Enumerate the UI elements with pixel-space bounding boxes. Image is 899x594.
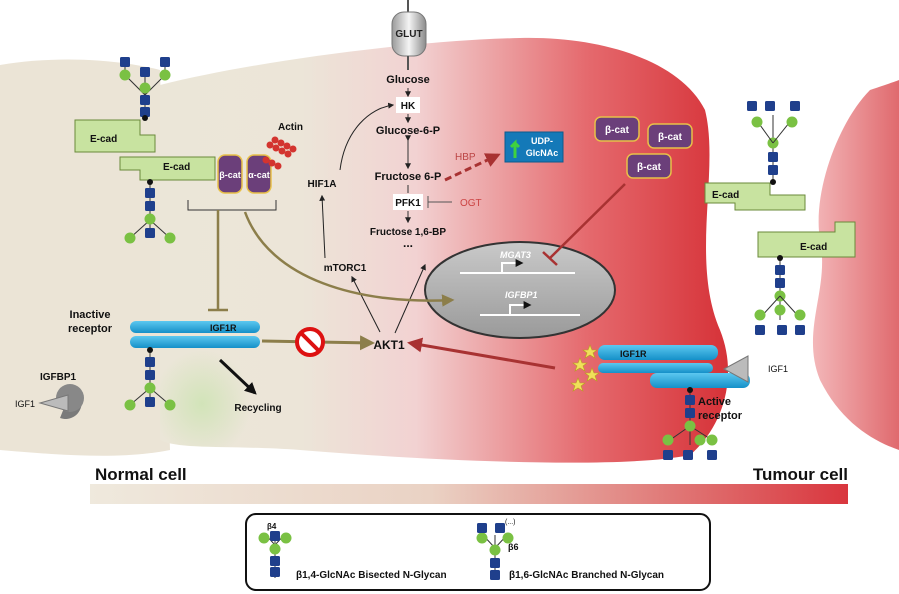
ogt-label: OGT (460, 198, 482, 209)
ecad-label-right-2: E-cad (800, 242, 827, 253)
adherens-junction-right: E-cad E-cad (704, 101, 856, 335)
hk-label: HK (401, 101, 416, 112)
star-icons (570, 344, 600, 392)
normal-to-tumour-gradient-bar (90, 484, 848, 504)
bcat-label-1: β-cat (605, 125, 630, 136)
igfbp1-label: IGFBP1 (40, 372, 77, 383)
active-label-2: receptor (698, 410, 743, 422)
pathway-ellipsis: ... (403, 236, 413, 250)
legend-branched-dots: (...) (505, 519, 516, 526)
mtorc1-label: mTORC1 (324, 263, 367, 274)
glycan-top-left (119, 57, 171, 121)
central-cell-green-zone (160, 296, 300, 450)
bcat-label-3: β-cat (637, 162, 662, 173)
legend-branched-sup: β6 (508, 542, 519, 552)
bcat-label-left: β-cat (219, 170, 241, 180)
igf1-label-right: IGF1 (768, 364, 788, 374)
beta-catenin-cluster: β-cat β-cat β-cat (542, 116, 693, 266)
fructose-6-p-label: Fructose 6-P (375, 171, 442, 183)
inactive-label-2: receptor (68, 323, 113, 335)
legend-branched-glycan-icon (476, 523, 514, 580)
hbp-label: HBP (455, 152, 476, 163)
udp-glcnac-box: UDP- GlcNAc (504, 131, 564, 163)
legend-bisected-sup: β4 (267, 522, 277, 531)
normal-cell-label: Normal cell (95, 465, 187, 484)
igfbp1-gene-label: IGFBP1 (505, 290, 538, 300)
inactive-receptor: Inactive receptor IGF1R (68, 309, 260, 411)
bcat-label-2: β-cat (658, 132, 683, 143)
glut-label: GLUT (395, 29, 422, 40)
igf1r-label-active: IGF1R (620, 349, 647, 359)
legend-branched-label: β1,6-GlcNAc Branched N-Glycan (509, 570, 664, 581)
legend-box: β4 β1,4-GlcNAc Bisected N-Glycan (...) β… (245, 513, 711, 591)
prohibited-icon (295, 327, 325, 357)
active-label-1: Active (698, 396, 731, 408)
acat-label-left: α-cat (248, 170, 270, 180)
actin-filaments (262, 136, 297, 170)
glut-transporter: GLUT (391, 0, 427, 70)
glcnac-label: GlcNAc (526, 148, 559, 158)
fructose-16-bp-label: Fructose 1,6-BP (370, 227, 446, 238)
ecad-label-left-1: E-cad (90, 134, 117, 145)
udp-label: UDP- (531, 136, 553, 146)
glucose-label: Glucose (386, 74, 429, 86)
ecad-label-left-2: E-cad (163, 162, 190, 173)
legend-bisected-glycan-icon (258, 531, 292, 578)
glycan-left-under-ecad (124, 179, 176, 244)
recycling-label: Recycling (234, 403, 281, 414)
akt1-label: AKT1 (373, 338, 405, 352)
hif1a-label: HIF1A (308, 179, 337, 190)
nucleus: MGAT3 IGFBP1 (424, 241, 616, 339)
legend-bisected-label: β1,4-GlcNAc Bisected N-Glycan (296, 570, 447, 581)
mgat3-gene-label: MGAT3 (500, 250, 531, 260)
igfbp1-igf1-complex: IGFBP1 IGF1 (15, 372, 84, 420)
igf1r-label-inactive: IGF1R (210, 323, 237, 333)
igf1-label-left: IGF1 (15, 399, 35, 409)
glycolysis-pathway: Glucose HK Glucose-6-P Fructose 6-P PFK1… (308, 74, 564, 352)
ecad-label-right-1: E-cad (712, 190, 739, 201)
adherens-junction-left: E-cad E-cad β-cat α-cat Actin (74, 119, 303, 211)
active-receptor: IGF1R IGF1 Active receptor (570, 344, 788, 460)
actin-label: Actin (278, 122, 303, 133)
right-tumour-cell (813, 80, 899, 450)
pfk1-label: PFK1 (395, 198, 421, 209)
tumour-cell-label: Tumour cell (753, 465, 848, 484)
inactive-label-1: Inactive (70, 309, 111, 321)
glucose-6-p-label: Glucose-6-P (376, 125, 440, 137)
